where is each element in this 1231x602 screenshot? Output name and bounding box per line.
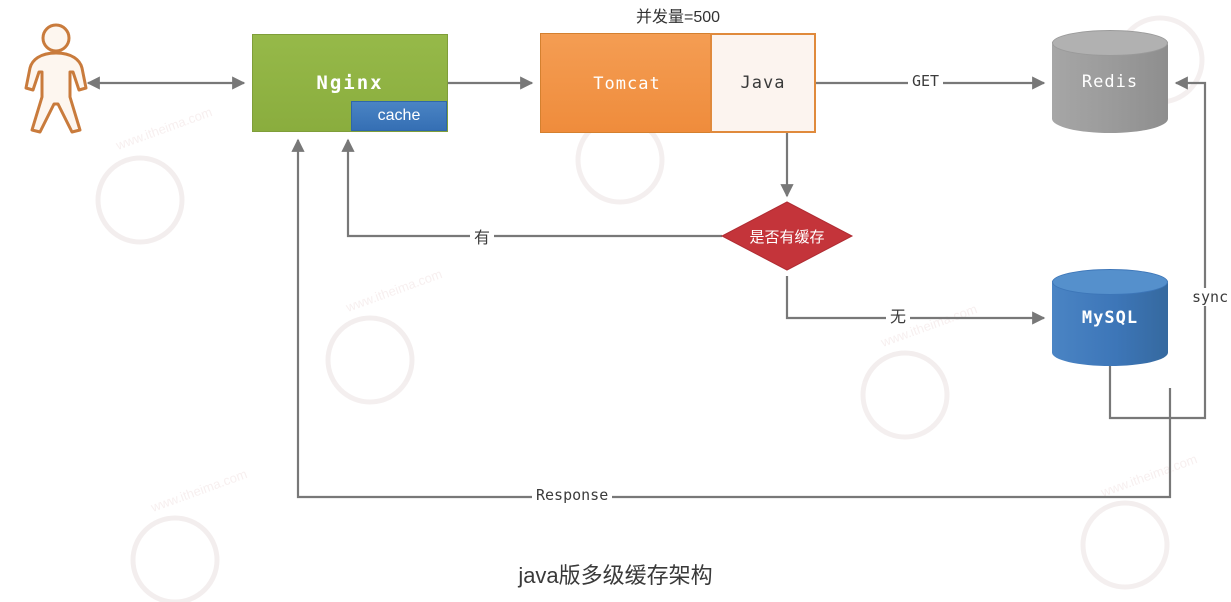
person-icon <box>24 23 88 134</box>
svg-text:www.itheima.com: www.itheima.com <box>343 266 444 315</box>
java-label: Java <box>740 73 786 93</box>
nginx-label: Nginx <box>316 72 384 94</box>
diagram-caption: java版多级缓存架构 <box>518 563 713 588</box>
edge-label-response: Response <box>532 486 613 504</box>
svg-text:www.itheima.com: www.itheima.com <box>148 466 249 515</box>
edge-label-cache-hit: 有 <box>470 224 495 248</box>
java-node[interactable]: Java <box>710 33 816 133</box>
user-actor <box>20 22 92 134</box>
cache-label: cache <box>377 107 421 124</box>
edge-label-cache-miss: 无 <box>886 303 911 327</box>
edge-label-sync: sync <box>1190 288 1231 306</box>
svg-text:www.itheima.com: www.itheima.com <box>1098 451 1199 500</box>
redis-label: Redis <box>1081 72 1139 92</box>
nginx-cache-node[interactable]: cache <box>351 101 447 131</box>
edge-label-get: GET <box>908 72 944 90</box>
edge-response-nginx <box>291 138 1172 499</box>
redis-node[interactable]: Redis <box>1052 30 1168 133</box>
edge-cachehit-nginx <box>341 138 722 238</box>
decision-node[interactable]: 是否有缓存 <box>722 202 852 270</box>
concurrency-note: 并发量=500 <box>635 9 721 26</box>
decision-label: 是否有缓存 <box>749 228 825 246</box>
tomcat-label: Tomcat <box>593 74 661 94</box>
svg-text:www.itheima.com: www.itheima.com <box>113 104 214 153</box>
nginx-node[interactable]: Nginx cache <box>252 34 448 132</box>
edge-cachemiss-mysql <box>785 276 1046 325</box>
mysql-label: MySQL <box>1081 308 1139 328</box>
mysql-node[interactable]: MySQL <box>1052 269 1168 366</box>
tomcat-node[interactable]: Tomcat Java <box>540 33 816 133</box>
edge-mysql-sync-redis <box>1108 76 1207 420</box>
